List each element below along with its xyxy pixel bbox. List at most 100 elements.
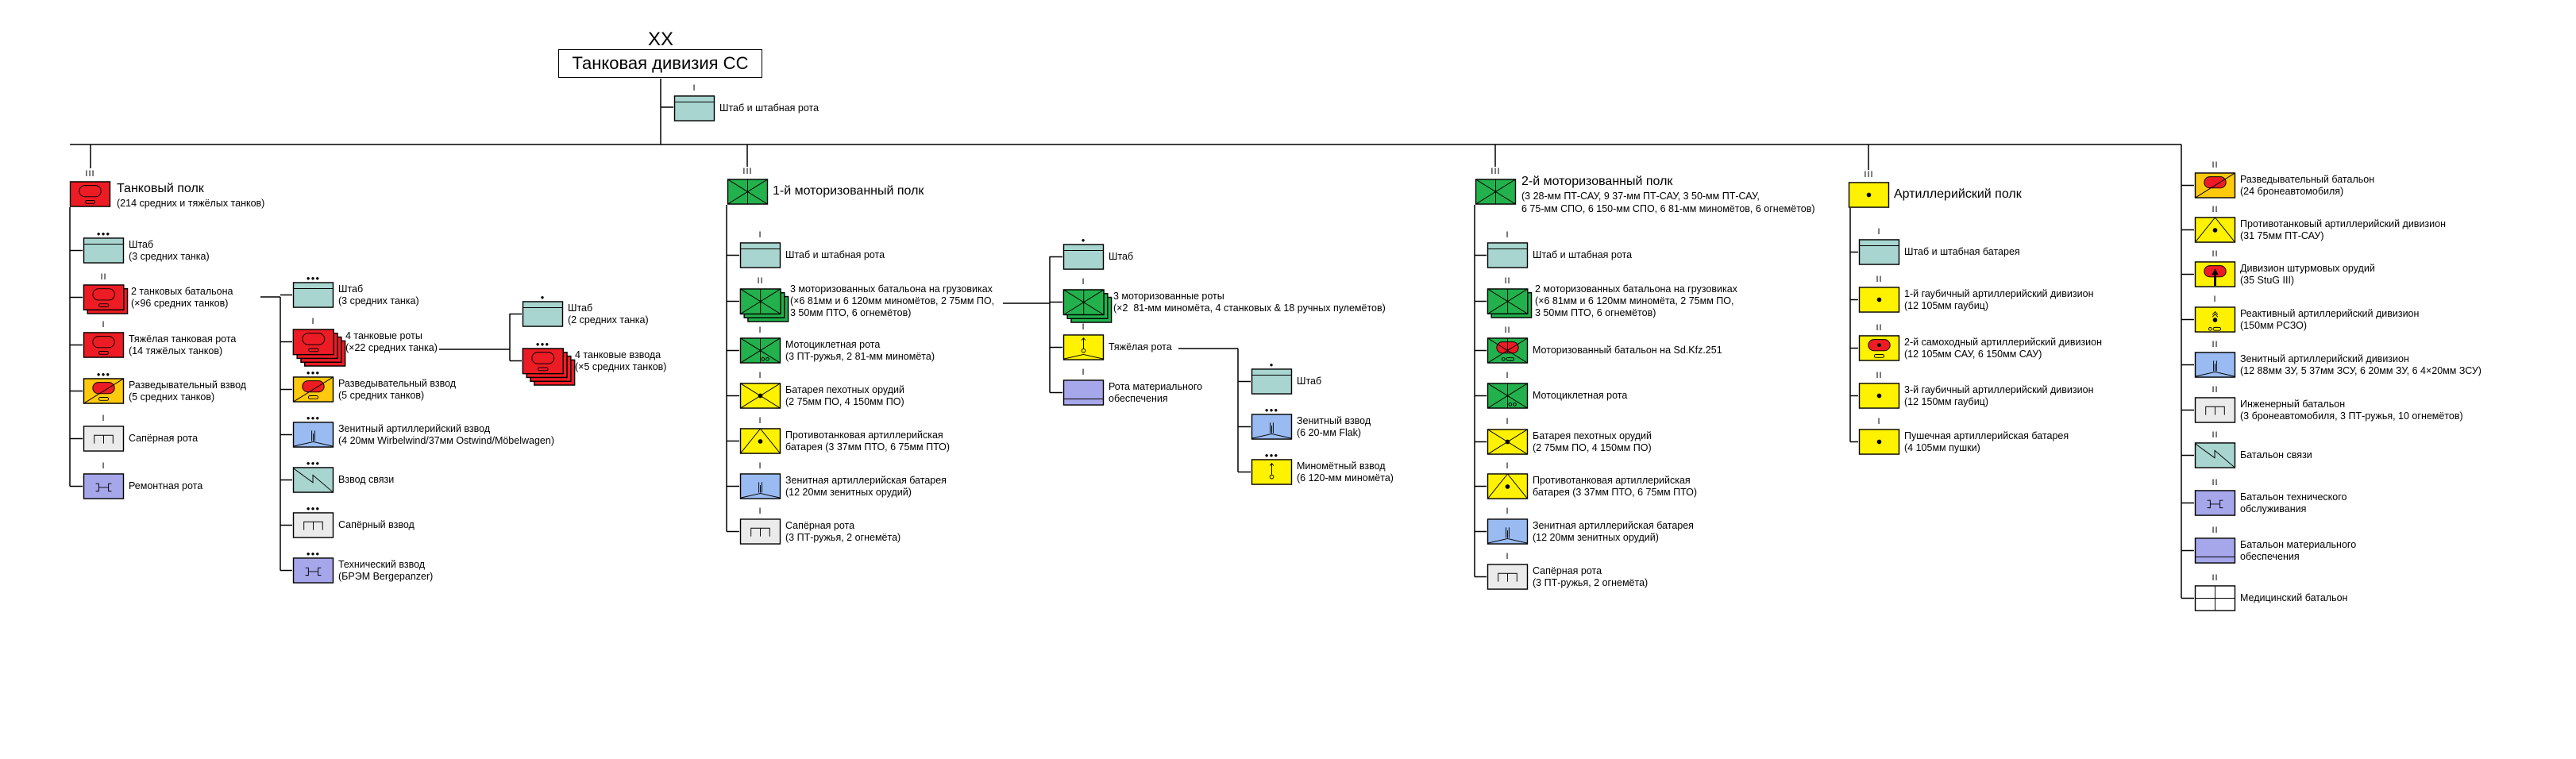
unit-label: Штаб	[1297, 376, 1322, 387]
unit-label: Мотоциклетная рота (3 ПТ-ружья, 2 81-мм …	[785, 338, 935, 362]
unit-label: 4 танковые роты (×22 средних танка)	[345, 329, 438, 353]
anti-tank-icon	[1487, 473, 1529, 499]
engineer-icon	[2194, 397, 2236, 423]
unit-label: Штаб и штабная батарея	[1904, 246, 2020, 257]
unit-label: Штаб	[1109, 251, 1134, 262]
tank-battalion-unit: I 4 танковые роты (×22 средних танка)	[292, 318, 438, 367]
heavy-company-unit: ●●●Миномётный взвод (6 120-мм миномёта)	[1251, 452, 1394, 485]
unit-label: 3 моторизованные роты (×2 81-мм миномёта…	[1113, 290, 1386, 314]
artillery-icon	[1858, 383, 1900, 409]
unit-label: Штаб (2 средних танка)	[568, 302, 649, 326]
unit-label: Тяжёлая танковая рота (14 тяжёлых танков…	[129, 333, 237, 356]
unit-label: Зенитная артиллерийская батарея (12 20мм…	[785, 474, 947, 498]
echelon-mark: III	[742, 167, 753, 176]
heavy-company-unit: ●●● Зенитный взвод (6 20-мм Flak)	[1251, 406, 1371, 440]
echelon-mark: I	[1506, 507, 1510, 516]
mortar-icon	[1251, 459, 1293, 485]
tank-battalion-unit: ●●●Взвод связи	[292, 460, 394, 493]
echelon-mark: II	[2212, 430, 2219, 440]
engineer-icon	[1487, 564, 1529, 590]
echelon-mark: I	[758, 461, 762, 471]
engineer-icon	[292, 512, 334, 538]
echelon-mark: II	[1504, 326, 1511, 335]
signal-icon	[292, 467, 334, 493]
armor-icon	[292, 329, 346, 367]
echelon-mark: II	[2212, 160, 2219, 170]
division-title-box: Танковая дивизия СС	[558, 49, 762, 78]
echelon-mark: ●●●	[306, 369, 321, 376]
echelon-mark: I	[311, 317, 315, 326]
echelon-mark: I	[102, 414, 106, 423]
echelon-mark: ●●●	[96, 230, 111, 237]
unit-label: Батальон технического обслуживания	[2240, 491, 2347, 514]
medical-icon	[2194, 585, 2236, 611]
echelon-mark: II	[2212, 573, 2219, 583]
hq-icon	[1487, 242, 1529, 268]
echelon-mark: I	[102, 320, 106, 329]
echelon-mark: II	[1876, 323, 1883, 333]
unit-label: Зенитный взвод (6 20-мм Flak)	[1297, 414, 1371, 438]
motorcycle-icon	[739, 337, 781, 364]
tank-battalion-unit: ●●●Сапёрный взвод	[292, 505, 415, 538]
echelon-mark: III	[85, 169, 95, 179]
hq-icon	[1251, 368, 1293, 395]
artillery-regiment: III	[1848, 171, 1890, 208]
unit-label: Пушечная артиллерийская батарея (4 105мм…	[1904, 430, 2069, 453]
echelon-mark: ●●●	[306, 460, 321, 467]
unit-label: Разведывательный взвод (5 средних танков…	[338, 377, 457, 401]
unit-label: Моторизованный батальон на Sd.Kfz.251	[1533, 345, 1722, 356]
maintenance-icon	[292, 557, 334, 584]
supply-icon	[2194, 537, 2236, 564]
tank-battalion-unit: ●●●Зенитный артиллерийский взвод (4 20мм…	[292, 414, 554, 448]
unit-label: Миномётный взвод (6 120-мм миномёта)	[1297, 460, 1394, 484]
echelon-mark: ●●●	[306, 550, 321, 557]
echelon-mark: I	[1506, 230, 1510, 240]
echelon-mark: I	[1877, 227, 1881, 237]
echelon-mark: II	[2212, 526, 2219, 535]
artillery-icon	[1858, 429, 1900, 455]
echelon-mark: II	[1876, 275, 1883, 284]
unit-label: Батальон материального обеспечения	[2240, 538, 2357, 562]
tank-battalion-unit: ●●● Технический взвод (БРЭМ Bergepanzer)	[292, 550, 433, 584]
maintenance-icon	[83, 473, 125, 499]
hq-icon	[1062, 244, 1105, 270]
motorcycle-icon	[1487, 383, 1529, 409]
tank-regiment-unit: ●●●Разведывательный взвод (5 средних тан…	[83, 371, 246, 404]
divisional-unit: II Зенитный артиллерийский дивизион (12 8…	[2194, 341, 2482, 378]
echelon-mark: ●●●	[535, 341, 550, 348]
unit-label: 4 танковые взвода (×5 средних танков)	[575, 349, 667, 372]
divisional-unit: II Батальон материального обеспечения	[2194, 526, 2356, 564]
anti-aircraft-icon	[2194, 352, 2236, 378]
echelon-mark: II	[2212, 340, 2219, 349]
unit-label: Технический взвод (БРЭМ Bergepanzer)	[338, 558, 434, 582]
echelon-mark: II	[1876, 371, 1883, 380]
tank-regiment-subtitle: (214 средних и тяжёлых танков)	[117, 198, 265, 209]
echelon-mark: I	[758, 230, 762, 240]
unit-label: Разведывательный взвод (5 средних танков…	[129, 379, 247, 403]
unit-label: 2 моторизованных батальона на грузовиках…	[1535, 283, 1737, 318]
unit-label: Сапёрная рота	[129, 433, 199, 444]
unit-label: Зенитный артиллерийский дивизион (12 88м…	[2240, 353, 2482, 376]
echelon-mark: III	[1490, 167, 1501, 176]
motor-regiment-2-unit: II Моторизованный батальон на Sd.Kfz.251	[1487, 326, 1722, 364]
unit-label: Реактивный артиллерийский дивизион (150м…	[2240, 307, 2420, 331]
anti-tank-icon	[739, 428, 781, 454]
echelon-mark: I	[1082, 277, 1086, 287]
armor-icon	[83, 332, 125, 358]
tank-regiment-unit: I Тяжёлая танковая рота (14 тяжёлых танко…	[83, 321, 236, 358]
echelon-mark: ●	[1269, 361, 1275, 368]
recon-armor-icon	[83, 378, 125, 404]
echelon-mark: ●●●	[1264, 406, 1279, 414]
mechanized-infantry-icon	[1487, 337, 1529, 364]
infantry-icon	[727, 179, 769, 205]
anti-aircraft-icon	[1487, 518, 1529, 545]
